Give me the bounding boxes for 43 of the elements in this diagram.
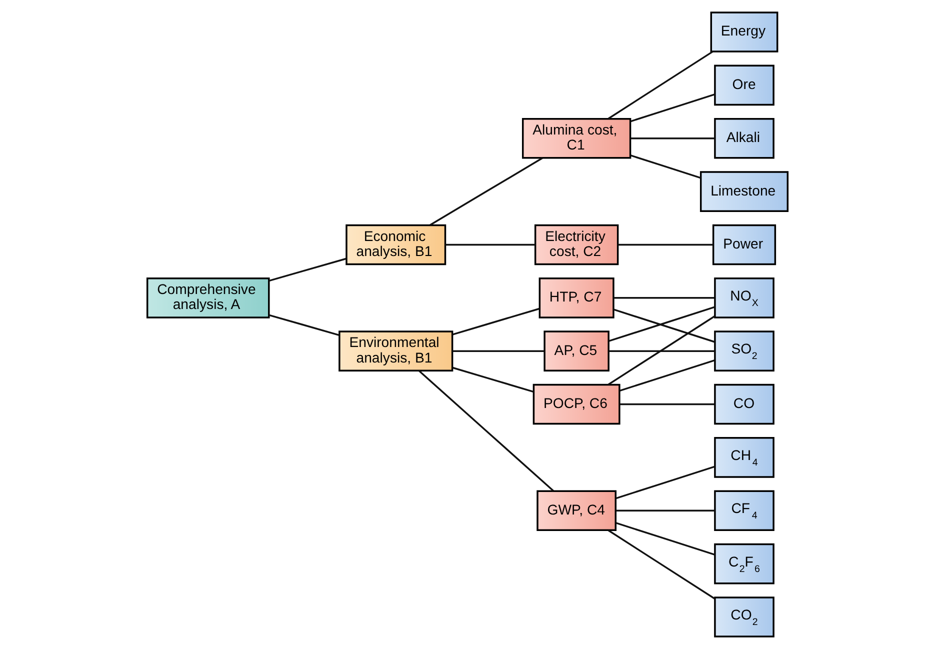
node-box: C$_{2}$F$_{6}$: [714, 543, 774, 584]
node-box: Power: [712, 224, 776, 266]
node-box: POCP, C6: [532, 384, 620, 425]
connector: [268, 314, 340, 336]
connector: [445, 244, 536, 246]
connector: [618, 244, 713, 246]
node-box: Energy: [710, 12, 778, 52]
node-box: AP, C5: [544, 330, 610, 372]
connector: [430, 157, 543, 226]
connector: [268, 258, 347, 282]
node-box: Economic analysis, B1: [346, 224, 446, 266]
connector: [620, 359, 715, 392]
node-box: Alumina cost, C1: [522, 118, 632, 159]
node-box: GWP, C4: [536, 490, 616, 532]
connector: [630, 154, 702, 179]
node-box: CO$_{2}$: [714, 596, 774, 638]
connector: [616, 522, 716, 556]
connector: [608, 530, 716, 600]
node-box: CF$_{4}$: [714, 490, 774, 532]
node-box: Environmental analysis, B1: [338, 330, 454, 372]
connector: [608, 315, 716, 386]
node-box: Comprehensive analysis, A: [146, 278, 270, 318]
connector: [614, 297, 714, 299]
connector: [620, 403, 715, 406]
connector: [616, 510, 715, 512]
connector: [608, 50, 714, 120]
connector: [630, 93, 716, 122]
connector: [418, 370, 554, 492]
node-box: Limestone: [700, 171, 789, 212]
node-box: Ore: [714, 64, 774, 106]
node-box: Alkali: [714, 118, 774, 159]
node-box: CO: [714, 384, 774, 425]
connector: [452, 308, 540, 336]
node-box: HTP, C7: [538, 278, 614, 318]
node-box: Electricity cost, C2: [534, 224, 619, 266]
connector: [452, 366, 534, 393]
connector: [616, 466, 716, 500]
connector: [452, 350, 544, 352]
node-box: NO$_{X}$: [714, 278, 774, 318]
node-box: SO$_{2}$: [714, 330, 774, 372]
node-box: CH$_{4}$: [714, 437, 774, 478]
connector: [608, 350, 715, 352]
connector: [630, 138, 715, 140]
